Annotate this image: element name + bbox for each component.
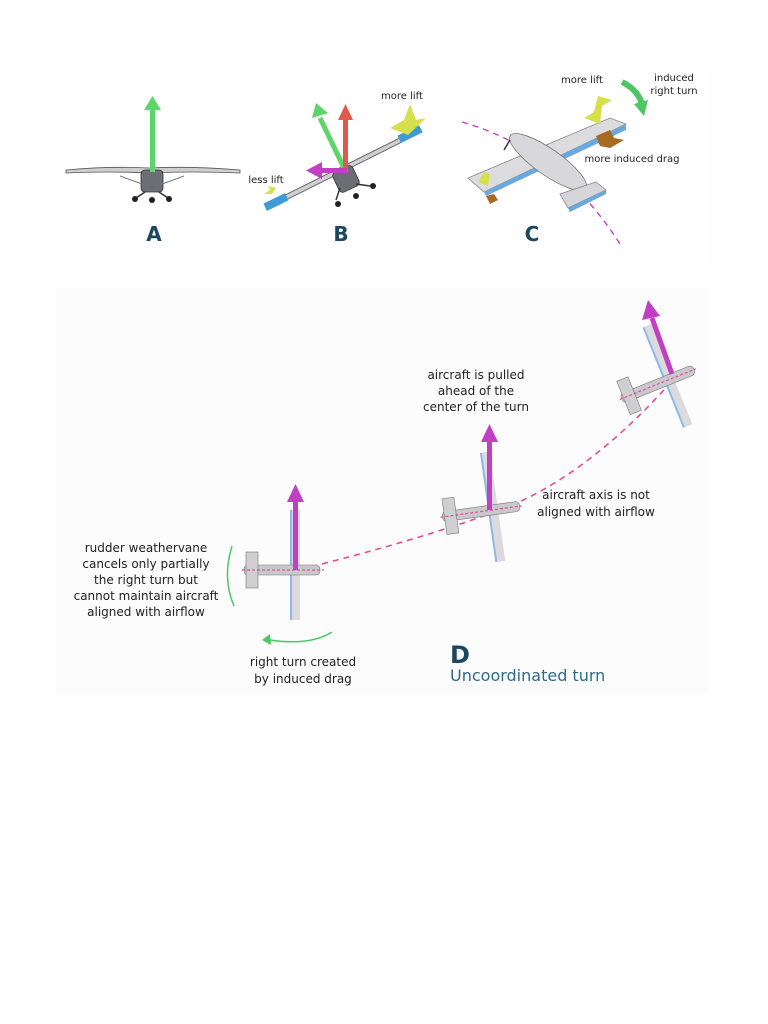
rudder-weathervane-label-5: aligned with airflow xyxy=(87,605,205,619)
right-turn-drag-label-1: right turn created xyxy=(250,655,356,669)
panel-d: aircraft is pulled ahead of the center o… xyxy=(74,300,697,686)
wingtip-right-b xyxy=(397,125,423,143)
more-lift-label-b: more lift xyxy=(381,91,423,102)
panel-c: more lift induced right turn more induce… xyxy=(461,73,698,246)
rudder-weathervane-label-2: cancels only partially xyxy=(82,557,209,571)
more-lift-arrow-c xyxy=(584,96,612,124)
heading-arrow-2 xyxy=(481,424,498,510)
aircraft-top-view-3 xyxy=(616,323,697,428)
pulled-ahead-label-2: ahead of the xyxy=(438,384,514,398)
heading-arrow-3 xyxy=(642,300,675,375)
induced-right-turn-label-c-1: induced xyxy=(654,73,694,84)
horizontal-component-arrow-b xyxy=(306,162,347,179)
pulled-ahead-label-1: aircraft is pulled xyxy=(427,368,524,382)
less-drag-arrow-c xyxy=(486,194,498,204)
axis-not-aligned-label-2: aligned with airflow xyxy=(537,505,655,519)
rudder-weathervane-label-1: rudder weathervane xyxy=(85,541,208,555)
axis-not-aligned-label-1: aircraft axis is not xyxy=(542,488,650,502)
rudder-weathervane-label-4: cannot maintain aircraft xyxy=(74,589,219,603)
weathervane-arc xyxy=(226,545,235,607)
more-lift-label-c: more lift xyxy=(561,75,603,86)
pulled-ahead-label-3: center of the turn xyxy=(423,400,529,414)
panel-a: A xyxy=(65,96,241,246)
aircraft-perspective-c xyxy=(467,117,628,212)
panel-d-letter: D xyxy=(450,641,470,669)
more-induced-drag-label-c: more induced drag xyxy=(585,154,680,165)
panel-b-letter: B xyxy=(333,222,348,246)
panel-d-subtitle: Uncoordinated turn xyxy=(450,666,605,685)
bottom-panel-bg xyxy=(56,288,708,694)
less-lift-arrow-b xyxy=(264,186,276,194)
panel-c-letter: C xyxy=(525,222,540,246)
lift-arrow-a xyxy=(144,96,161,172)
vertical-component-arrow-b xyxy=(338,104,353,172)
heading-arrow-1 xyxy=(287,484,304,570)
more-lift-arrow-b xyxy=(390,104,426,135)
less-lift-arrow-c xyxy=(478,172,490,186)
rudder-weathervane-label-3: the right turn but xyxy=(94,573,198,587)
induced-right-turn-label-c-2: right turn xyxy=(650,86,697,97)
induced-right-turn-arrow-c xyxy=(620,79,648,116)
panel-a-letter: A xyxy=(146,222,162,246)
right-turn-drag-label-2: by induced drag xyxy=(254,672,352,686)
lift-arrow-b xyxy=(312,103,349,174)
induced-drag-turn-arc xyxy=(269,631,333,643)
flight-path-d xyxy=(289,371,681,573)
wingtip-left-b xyxy=(263,193,289,211)
induced-drag-turn-arrowhead xyxy=(262,634,271,645)
less-lift-label-b: less lift xyxy=(248,175,283,186)
panel-b: more lift less lift B xyxy=(248,91,426,246)
induced-drag-arrow-c xyxy=(596,130,624,148)
